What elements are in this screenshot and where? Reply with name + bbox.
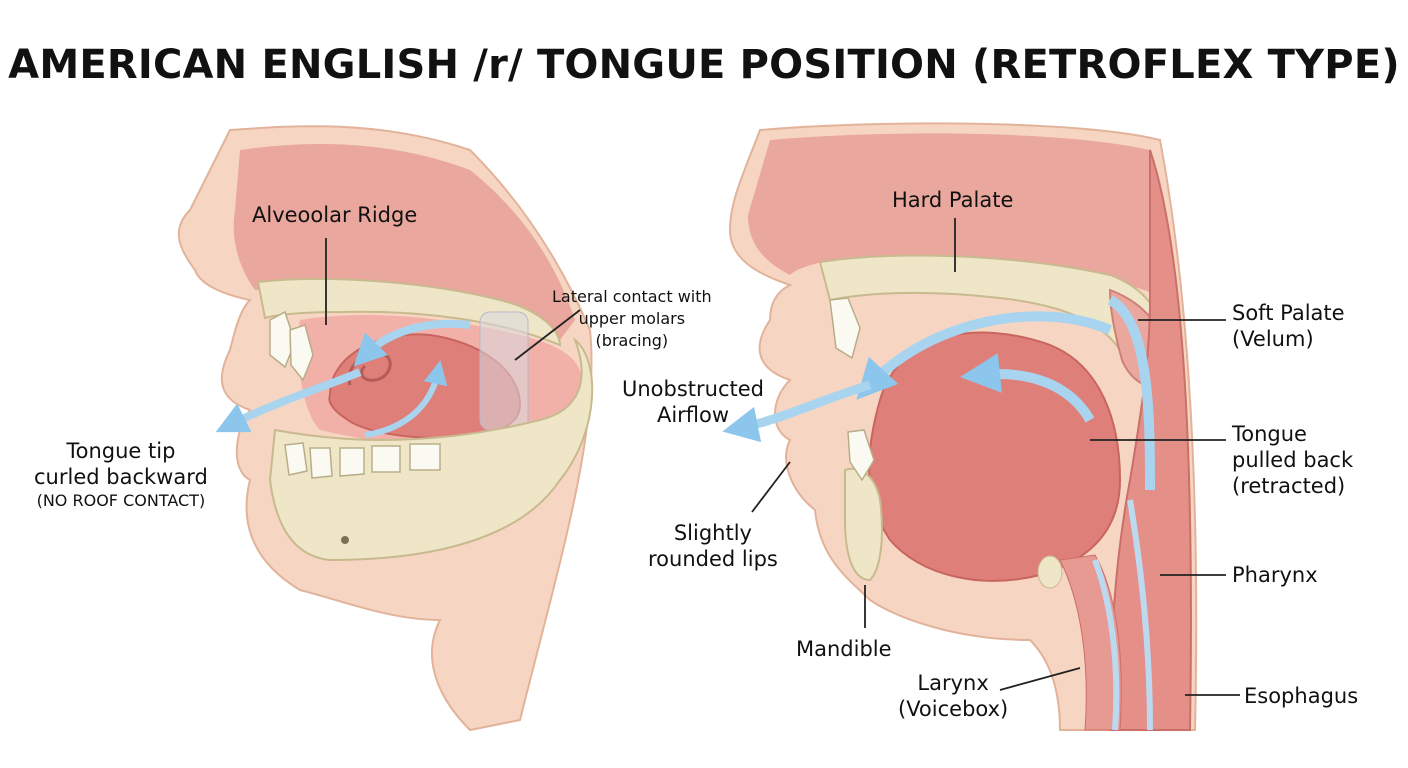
left-curl-arrow <box>364 360 448 438</box>
left-airflow-arrow <box>215 368 362 433</box>
left-tip-arrow <box>353 319 471 367</box>
right-tongue <box>868 331 1122 582</box>
right-hyoid <box>1037 555 1063 589</box>
left-leader-lines <box>325 238 581 361</box>
right-nasal-cavity <box>748 133 1171 300</box>
right-leader-lines <box>751 218 1240 696</box>
label-lips: Slightly rounded lips <box>648 521 778 571</box>
label-airflow: Unobstructed Airflow <box>622 377 765 427</box>
diagram-title: AMERICAN ENGLISH /r/ TONGUE POSITION (RE… <box>8 42 1400 88</box>
right-oral-airflow <box>856 311 1112 400</box>
label-larynx: Larynx (Voicebox) <box>898 671 1009 721</box>
label-soft-palate: Soft Palate (Velum) <box>1232 301 1345 351</box>
right-exit-airflow <box>722 380 872 443</box>
left-upper-jaw-bone <box>256 278 562 347</box>
right-teeth <box>829 297 875 482</box>
right-pharyngeal-airflow <box>1107 295 1155 491</box>
label-tongue-retracted: Tongue pulled back (retracted) <box>1232 422 1354 498</box>
label-tongue-tip: Tongue tip curled backward (NO ROOF CONT… <box>34 439 208 510</box>
right-tongue-airflow <box>960 353 1095 423</box>
label-lateral-contact: Lateral contact with upper molars (braci… <box>552 287 712 350</box>
label-mandible: Mandible <box>796 637 892 661</box>
left-teeth <box>269 310 441 479</box>
label-hard-palate: Hard Palate <box>892 188 1014 212</box>
label-pharynx: Pharynx <box>1232 563 1318 587</box>
label-esophagus: Esophagus <box>1244 684 1359 708</box>
left-nasal-cavity <box>233 144 576 340</box>
label-alveolar-ridge: Alveoolar Ridge <box>252 203 418 227</box>
right-mandible-bone <box>844 467 883 582</box>
left-head-section <box>177 125 594 732</box>
right-trachea <box>1092 558 1120 731</box>
left-molar-contact <box>479 311 529 431</box>
right-esophagus-line <box>1127 499 1153 731</box>
right-head-section <box>722 122 1240 731</box>
